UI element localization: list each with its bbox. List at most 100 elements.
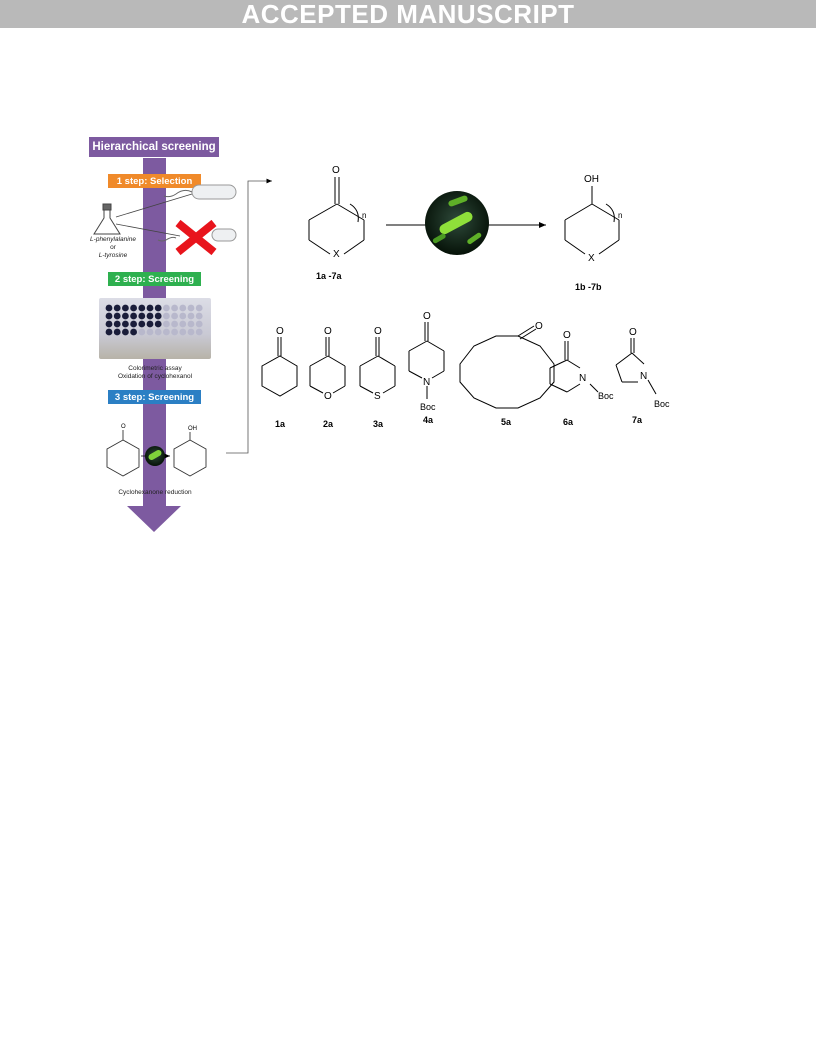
plate-well <box>195 328 203 336</box>
plate-well <box>179 312 187 320</box>
plate-well <box>163 328 170 336</box>
ketone-n-label: n <box>362 211 366 220</box>
plate-well <box>195 312 203 320</box>
plate-well <box>163 320 170 328</box>
plate-well <box>154 312 162 320</box>
plate-well <box>130 304 137 312</box>
accepted-manuscript-banner: ACCEPTED MANUSCRIPT <box>0 0 816 29</box>
6a-o-label: O <box>563 330 571 341</box>
plate-well <box>105 304 113 312</box>
plate-well <box>105 320 113 328</box>
plate-well <box>146 320 154 328</box>
bacteria-biocatalyst-icon <box>425 191 489 255</box>
plate-well <box>138 312 146 320</box>
1a-o-label: O <box>276 326 284 337</box>
compound-4a-structure <box>408 322 445 399</box>
mini-bacteria-icon <box>145 446 165 466</box>
alcohol-x-label: X <box>588 253 595 264</box>
step-1-selection: 1 step: Selection <box>108 174 201 188</box>
mini-oh-label: OH <box>188 426 197 432</box>
5a-o-label: O <box>535 321 543 332</box>
7a-o-label: O <box>629 327 637 338</box>
alcohol-n-label: n <box>618 211 622 220</box>
compound-label-6a: 6a <box>563 417 574 427</box>
step-3-screening: 3 step: Screening <box>108 390 201 404</box>
plate-well <box>113 320 121 328</box>
compound-3a-structure <box>359 337 396 394</box>
7a-n-label: N <box>640 371 647 382</box>
bacterium-icon <box>163 184 237 200</box>
compound-label-4a: 4a <box>423 415 434 425</box>
ketone-x-label: X <box>333 249 340 260</box>
mini-cyclohexanone <box>106 430 140 477</box>
plate-well <box>187 304 195 312</box>
plate-well <box>122 304 129 312</box>
plate-well <box>113 312 121 320</box>
plate-well <box>130 312 137 320</box>
compound-6a-structure <box>549 341 599 393</box>
plate-well <box>154 328 162 336</box>
assay-caption: Colorimetric assay Oxidation of cyclohex… <box>90 365 220 381</box>
plate-well <box>113 304 121 312</box>
plate-well <box>122 328 129 336</box>
compound-5a-structure <box>459 325 555 409</box>
plate-well <box>130 320 137 328</box>
assay-line-1: Colorimetric assay <box>128 365 182 372</box>
mini-cyclohexanol <box>173 432 207 477</box>
compound-label-3a: 3a <box>373 419 384 429</box>
substrate-caption: L-phenylalanine or L-tyrosine <box>78 236 148 260</box>
well-plate-photo <box>99 298 211 359</box>
3a-o-label: O <box>374 326 382 337</box>
plate-well <box>105 328 113 336</box>
plate-well <box>195 304 203 312</box>
generic-ketone-structure <box>308 177 365 255</box>
2a-o-label: O <box>324 326 332 337</box>
flask-to-bacterium-line <box>115 193 193 218</box>
compound-label-7a: 7a <box>632 415 643 425</box>
substrate-label: 1a -7a <box>316 271 343 281</box>
compound-label-5a: 5a <box>501 417 512 427</box>
plate-well <box>154 304 162 312</box>
4a-o-label: O <box>423 311 431 322</box>
generic-alcohol-structure <box>564 186 620 255</box>
compound-7a-structure <box>615 338 657 395</box>
plate-well <box>187 328 195 336</box>
mini-o-label: O <box>121 424 126 430</box>
plate-well <box>163 304 170 312</box>
plate-well <box>179 304 187 312</box>
compound-2a-structure <box>309 337 346 394</box>
flask-icon <box>93 203 121 235</box>
flask-to-rejected-line <box>115 223 181 237</box>
flow-arrowhead <box>127 506 181 532</box>
plate-well <box>130 328 137 336</box>
plate-well <box>138 320 146 328</box>
plate-well <box>138 304 146 312</box>
7a-boc-label: Boc <box>654 399 670 409</box>
assay-line-2: Oxidation of cyclohexanol <box>117 373 193 380</box>
bacterium-rejected-icon <box>157 228 237 242</box>
2a-ring-o-label: O <box>324 391 332 402</box>
substrate-or: or <box>110 244 116 251</box>
plate-well <box>146 304 154 312</box>
plate-well <box>154 320 162 328</box>
plate-well <box>179 328 187 336</box>
4a-n-label: N <box>423 377 430 388</box>
plate-well <box>171 312 178 320</box>
plate-well <box>171 328 178 336</box>
red-cross-icon <box>175 219 217 256</box>
4a-boc-label: Boc <box>420 402 436 412</box>
plate-well <box>179 320 187 328</box>
compound-label-2a: 2a <box>323 419 334 429</box>
plate-well <box>105 312 113 320</box>
plate-well <box>122 320 129 328</box>
plate-well <box>138 328 146 336</box>
substrate-phenylalanine: L-phenylalanine <box>90 236 136 243</box>
ketone-o-label: O <box>332 165 340 176</box>
plate-well <box>187 312 195 320</box>
plate-well <box>146 328 154 336</box>
plate-well <box>187 320 195 328</box>
plate-well <box>146 312 154 320</box>
substrate-tyrosine: L-tyrosine <box>98 252 128 259</box>
connector-line <box>226 178 272 454</box>
